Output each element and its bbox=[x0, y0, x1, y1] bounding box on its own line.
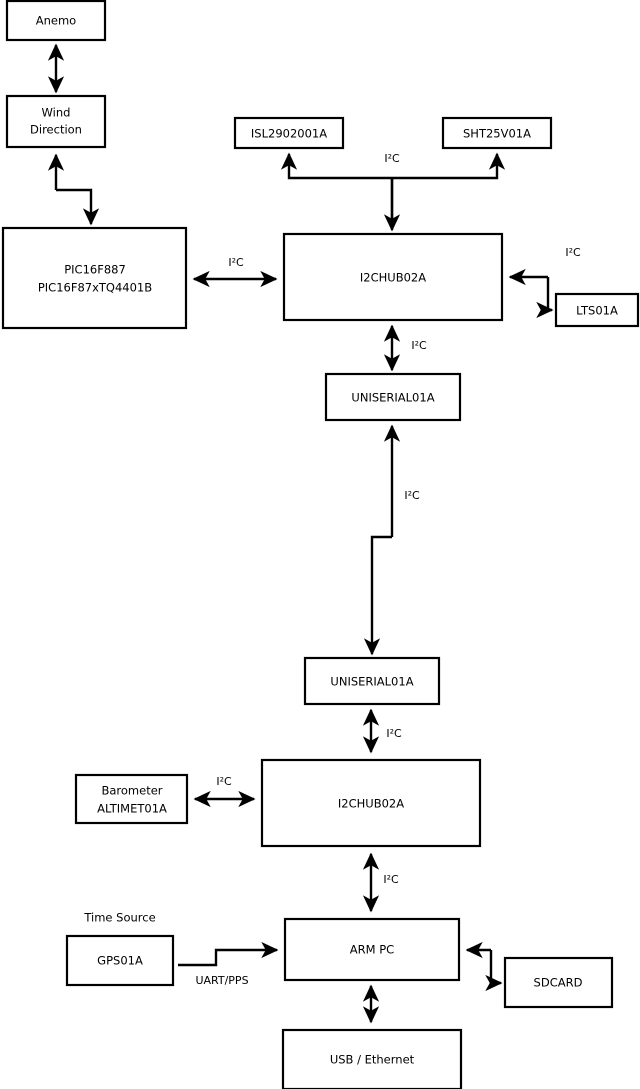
edge-label-i2c-hub-uniserial: I²C bbox=[411, 339, 427, 352]
node-i2chub02a-bottom-label: I2CHUB02A bbox=[338, 797, 404, 811]
node-i2chub02a-top[interactable]: I2CHUB02A bbox=[282, 232, 504, 322]
node-pic-microcontroller[interactable]: PIC16F887 PIC16F87xTQ4401B bbox=[1, 226, 188, 330]
edge-label-i2c-pic-hub: I²C bbox=[228, 256, 244, 269]
node-usb-ethernet-rect bbox=[281, 1028, 463, 1089]
wire-bus-to-isl bbox=[280, 152, 392, 180]
node-uniserial01a-upper-label: UNISERIAL01A bbox=[351, 391, 434, 405]
node-lts01a-label: LTS01A bbox=[576, 304, 618, 318]
node-gps01a[interactable]: GPS01A bbox=[65, 934, 175, 987]
node-uniserial01a-lower-label: UNISERIAL01A bbox=[330, 675, 413, 689]
node-i2chub02a-bottom[interactable]: I2CHUB02A bbox=[260, 758, 482, 848]
edge-label-i2c-hub-armpc: I²C bbox=[383, 873, 399, 886]
edge-label-i2c-uniserial-hub-bottom: I²C bbox=[386, 727, 402, 740]
node-isl2902001a-rect bbox=[233, 116, 345, 150]
node-arm-pc-label: ARM PC bbox=[350, 943, 394, 957]
node-gps01a-rect bbox=[65, 934, 175, 987]
node-lts01a[interactable]: LTS01A bbox=[554, 292, 640, 328]
node-wind-direction[interactable]: Wind Direction bbox=[5, 94, 107, 149]
node-sdcard-rect bbox=[503, 956, 614, 1009]
node-lts01a-rect bbox=[554, 292, 640, 328]
edge-label-uart-pps: UART/PPS bbox=[195, 974, 248, 987]
node-barometer-rect bbox=[74, 773, 189, 825]
node-sht25v01a-label: SHT25V01A bbox=[463, 127, 531, 141]
wire-bus-to-sht bbox=[392, 152, 506, 180]
node-arm-pc[interactable]: ARM PC bbox=[283, 917, 461, 982]
node-uniserial01a-upper[interactable]: UNISERIAL01A bbox=[324, 372, 462, 422]
node-pic-label-line1: PIC16F887 bbox=[64, 263, 126, 277]
node-barometer-label-line2: ALTIMET01A bbox=[97, 802, 167, 816]
node-anemo[interactable]: Anemo bbox=[5, 0, 107, 42]
node-uniserial01a-upper-rect bbox=[324, 372, 462, 422]
node-uniserial01a-lower-rect bbox=[303, 656, 441, 706]
wire-uniser-link-jog bbox=[363, 535, 392, 656]
node-gps01a-label: GPS01A bbox=[97, 954, 143, 968]
wire-gps-armpc bbox=[178, 941, 279, 967]
node-barometer-label-line1: Barometer bbox=[101, 784, 162, 798]
node-barometer-altimet01a[interactable]: Barometer ALTIMET01A bbox=[74, 773, 189, 825]
node-isl2902001a-label: ISL2902001A bbox=[251, 127, 327, 141]
node-usb-ethernet-label: USB / Ethernet bbox=[330, 1053, 415, 1067]
node-arm-pc-rect bbox=[283, 917, 461, 982]
wire-wind-pic-jog bbox=[56, 188, 100, 226]
node-uniserial01a-lower[interactable]: UNISERIAL01A bbox=[303, 656, 441, 706]
wire-sdcard-jog bbox=[485, 950, 503, 992]
node-sht25v01a-rect bbox=[441, 116, 553, 150]
node-anemo-label: Anemo bbox=[36, 14, 76, 28]
edge-label-i2c-barometer-hub: I²C bbox=[216, 775, 232, 788]
node-sdcard[interactable]: SDCARD bbox=[503, 956, 614, 1009]
wire-lts-jog bbox=[536, 277, 554, 319]
edge-label-i2c-hub-lts: I²C bbox=[565, 246, 581, 259]
node-pic-label-line2: PIC16F87xTQ4401B bbox=[38, 281, 152, 295]
node-wind-direction-label-line1: Wind bbox=[42, 106, 71, 120]
node-i2chub02a-top-rect bbox=[282, 232, 504, 322]
node-sdcard-label: SDCARD bbox=[534, 976, 583, 990]
label-time-source: Time Source bbox=[83, 911, 155, 925]
edge-label-i2c-hub-sensors: I²C bbox=[384, 152, 400, 165]
node-sht25v01a[interactable]: SHT25V01A bbox=[441, 116, 553, 150]
node-wind-direction-label-line2: Direction bbox=[30, 123, 82, 137]
node-pic-rect bbox=[1, 226, 188, 330]
edge-label-i2c-uniserial-link: I²C bbox=[404, 489, 420, 502]
node-usb-ethernet[interactable]: USB / Ethernet bbox=[281, 1028, 463, 1089]
node-i2chub02a-bottom-rect bbox=[260, 758, 482, 848]
node-wind-direction-rect bbox=[5, 94, 107, 149]
node-isl2902001a[interactable]: ISL2902001A bbox=[233, 116, 345, 150]
node-i2chub02a-top-label: I2CHUB02A bbox=[360, 271, 426, 285]
node-anemo-rect bbox=[5, 0, 107, 42]
